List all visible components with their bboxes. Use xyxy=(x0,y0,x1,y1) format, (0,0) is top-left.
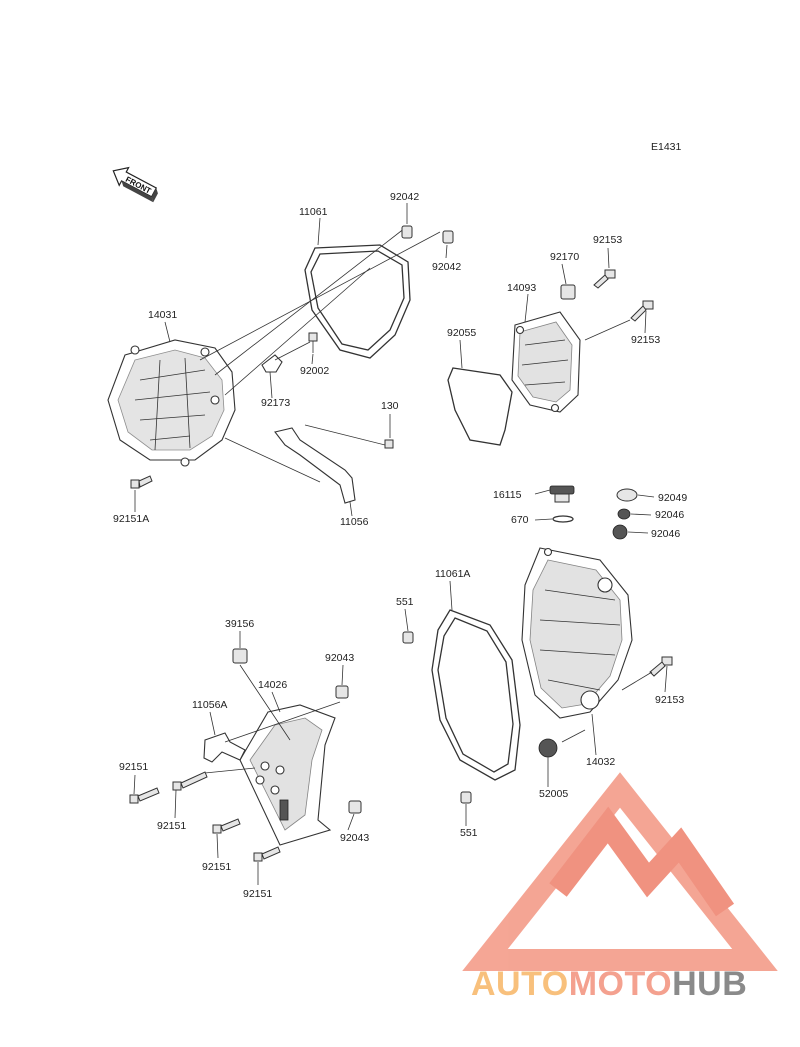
watermark-part-auto: AUTO xyxy=(471,965,569,1003)
dowel-551-a xyxy=(402,631,414,644)
cover-14032 xyxy=(521,547,633,719)
gasket-11061 xyxy=(304,244,411,359)
label-92151-b: 92151 xyxy=(157,820,186,832)
bolt-92151-c xyxy=(212,818,241,834)
label-52005: 52005 xyxy=(539,788,568,800)
label-92153-c: 92153 xyxy=(655,694,684,706)
bracket-11056 xyxy=(274,427,356,504)
bolt-92153-b xyxy=(630,300,654,322)
gasket-92055 xyxy=(447,367,513,446)
label-92153-b: 92153 xyxy=(631,334,660,346)
watermark-part-hub: HUB xyxy=(672,965,747,1003)
label-16115: 16115 xyxy=(493,489,522,501)
label-11061A: 11061A xyxy=(435,568,470,580)
label-92049: 92049 xyxy=(658,492,687,504)
label-92042-b: 92042 xyxy=(432,261,461,273)
seal-52005 xyxy=(538,738,558,758)
label-92173: 92173 xyxy=(261,397,290,409)
o-ring-670 xyxy=(552,515,574,523)
bolt-92153-c xyxy=(649,656,673,677)
label-670: 670 xyxy=(511,514,529,526)
label-92002: 92002 xyxy=(300,365,329,377)
bolt-92002 xyxy=(308,332,318,353)
label-11061: 11061 xyxy=(299,206,328,218)
label-92153-a: 92153 xyxy=(593,234,622,246)
dowel-551-b xyxy=(460,791,472,804)
label-92151-c: 92151 xyxy=(202,861,231,873)
label-130: 130 xyxy=(381,400,399,412)
label-92151A: 92151A xyxy=(113,513,149,525)
gasket-11061A xyxy=(431,609,521,781)
label-92043-b: 92043 xyxy=(340,832,369,844)
collar-92043-a xyxy=(335,685,349,699)
label-92151-d: 92151 xyxy=(243,888,272,900)
bolt-130 xyxy=(384,439,394,449)
bolt-92151-a xyxy=(129,787,160,804)
dowel-92042-b xyxy=(442,230,454,244)
label-11056: 11056 xyxy=(340,516,369,528)
diagram-code: E1431 xyxy=(651,141,682,153)
label-92042-a: 92042 xyxy=(390,191,419,203)
watermark-text: AUTOMOTOHUB xyxy=(471,965,747,1003)
front-arrow-icon: FRONT xyxy=(112,166,158,203)
clip-92170 xyxy=(560,284,576,300)
dowel-92042-a xyxy=(401,225,413,239)
label-14026: 14026 xyxy=(258,679,287,691)
bolt-92153-a xyxy=(593,269,616,289)
label-92046-a: 92046 xyxy=(655,509,684,521)
label-92151-a: 92151 xyxy=(119,761,148,773)
cover-14031 xyxy=(107,339,236,467)
label-551-b: 551 xyxy=(460,827,478,839)
label-14093: 14093 xyxy=(507,282,536,294)
plug-92046-b xyxy=(612,524,628,540)
watermark-part-moto: MOTO xyxy=(569,965,672,1003)
svg-text:AUTOMOTOHUB: AUTOMOTOHUB xyxy=(471,965,747,1003)
plug-92046-a xyxy=(617,508,631,520)
bracket-11056A xyxy=(203,732,246,763)
label-14032: 14032 xyxy=(586,756,615,768)
label-11056A: 11056A xyxy=(192,699,227,711)
watermark-logo-icon xyxy=(462,772,778,971)
label-92043-a: 92043 xyxy=(325,652,354,664)
bolt-92151-b xyxy=(172,771,208,791)
washer-92049 xyxy=(616,488,638,502)
damper-39156 xyxy=(232,648,248,664)
label-39156: 39156 xyxy=(225,618,254,630)
label-551-a: 551 xyxy=(396,596,414,608)
collar-92043-b xyxy=(348,800,362,814)
label-92170: 92170 xyxy=(550,251,579,263)
label-14031: 14031 xyxy=(148,309,177,321)
label-92046-b: 92046 xyxy=(651,528,680,540)
cover-14093 xyxy=(511,311,581,413)
label-92055: 92055 xyxy=(447,327,476,339)
oil-cap-16115 xyxy=(549,485,575,503)
bolt-92151-d xyxy=(253,846,281,862)
bolt-92151A xyxy=(130,475,153,489)
guard-14026 xyxy=(239,704,336,846)
